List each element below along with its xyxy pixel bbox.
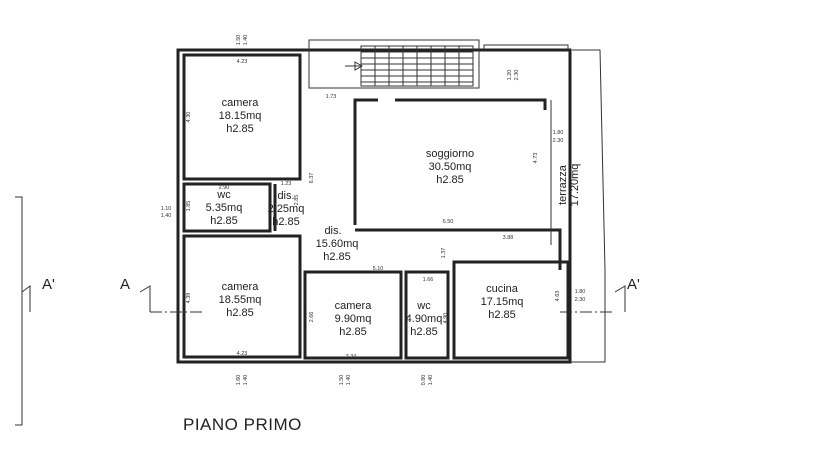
svg-text:17.20mq: 17.20mq bbox=[569, 164, 581, 207]
svg-text:1.40: 1.40 bbox=[243, 375, 249, 386]
svg-text:1.40: 1.40 bbox=[346, 375, 352, 386]
svg-text:2.30: 2.30 bbox=[575, 297, 586, 303]
room-wc-1: wc 5.35mq h2.85 bbox=[206, 189, 243, 227]
svg-text:4.39: 4.39 bbox=[186, 293, 192, 304]
svg-text:5.10: 5.10 bbox=[373, 266, 384, 272]
svg-text:h2.85: h2.85 bbox=[272, 216, 300, 228]
svg-text:cucina: cucina bbox=[486, 283, 519, 295]
svg-text:2.85: 2.85 bbox=[294, 195, 300, 206]
svg-text:h2.85: h2.85 bbox=[410, 326, 438, 338]
svg-text:1.40: 1.40 bbox=[243, 35, 249, 46]
svg-text:1.10: 1.10 bbox=[161, 206, 172, 212]
interior-walls bbox=[273, 98, 570, 360]
svg-text:1.40: 1.40 bbox=[161, 213, 172, 219]
svg-text:h2.85: h2.85 bbox=[226, 307, 254, 319]
svg-text:18.15mq: 18.15mq bbox=[219, 110, 262, 122]
svg-text:4.90mq: 4.90mq bbox=[406, 313, 443, 325]
svg-text:2.25mq: 2.25mq bbox=[268, 203, 305, 215]
svg-text:h2.85: h2.85 bbox=[488, 309, 516, 321]
svg-text:soggiorno: soggiorno bbox=[426, 148, 474, 160]
svg-text:4.23: 4.23 bbox=[237, 59, 248, 65]
svg-text:2.90: 2.90 bbox=[219, 185, 230, 191]
svg-text:1.85: 1.85 bbox=[186, 201, 192, 212]
svg-text:2.30: 2.30 bbox=[514, 70, 520, 81]
room-camera-3: camera 9.90mq h2.85 bbox=[335, 300, 373, 338]
svg-text:1.80: 1.80 bbox=[553, 130, 564, 136]
svg-text:1.80: 1.80 bbox=[575, 289, 586, 295]
svg-text:1.37: 1.37 bbox=[441, 248, 447, 259]
svg-text:h2.85: h2.85 bbox=[226, 123, 254, 135]
svg-text:4.73: 4.73 bbox=[533, 153, 539, 164]
svg-text:1.20: 1.20 bbox=[507, 70, 513, 81]
svg-text:3.88: 3.88 bbox=[503, 235, 514, 241]
svg-text:4.23: 4.23 bbox=[237, 351, 248, 357]
svg-text:3.34: 3.34 bbox=[346, 354, 357, 360]
svg-text:4.90: 4.90 bbox=[443, 313, 449, 324]
svg-text:1.73: 1.73 bbox=[326, 94, 337, 100]
svg-text:17.15mq: 17.15mq bbox=[481, 296, 524, 308]
svg-text:2.30: 2.30 bbox=[553, 138, 564, 144]
stair bbox=[308, 39, 480, 89]
svg-text:1.50: 1.50 bbox=[339, 375, 345, 386]
svg-text:camera: camera bbox=[222, 97, 260, 109]
svg-text:6.37: 6.37 bbox=[309, 173, 315, 184]
svg-text:15.60mq: 15.60mq bbox=[316, 238, 359, 250]
svg-text:1.40: 1.40 bbox=[428, 375, 434, 386]
section-mark-far-left: A' bbox=[42, 276, 55, 293]
room-dis-2: dis. 15.60mq h2.85 bbox=[316, 225, 359, 263]
svg-text:1.60: 1.60 bbox=[236, 375, 242, 386]
svg-text:4.30: 4.30 bbox=[186, 112, 192, 123]
room-camera-2: camera 18.55mq h2.85 bbox=[219, 281, 262, 319]
svg-text:camera: camera bbox=[335, 300, 373, 312]
svg-text:5.35mq: 5.35mq bbox=[206, 202, 243, 214]
svg-text:1.50: 1.50 bbox=[236, 35, 242, 46]
exterior-walls bbox=[176, 48, 572, 364]
svg-text:2.66: 2.66 bbox=[309, 312, 315, 323]
svg-text:4.63: 4.63 bbox=[555, 291, 561, 302]
svg-text:terrazza: terrazza bbox=[557, 164, 569, 205]
svg-text:h2.85: h2.85 bbox=[436, 174, 464, 186]
plan-title: PIANO PRIMO bbox=[183, 415, 302, 434]
svg-text:0.80: 0.80 bbox=[421, 375, 427, 386]
svg-text:wc: wc bbox=[416, 300, 431, 312]
svg-text:18.55mq: 18.55mq bbox=[219, 294, 262, 306]
svg-text:h2.85: h2.85 bbox=[210, 215, 238, 227]
svg-text:1.23: 1.23 bbox=[281, 181, 292, 187]
section-line bbox=[15, 196, 626, 426]
terrace bbox=[483, 44, 606, 363]
section-mark-right: A' bbox=[627, 276, 640, 293]
room-wc-2: wc 4.90mq h2.85 bbox=[406, 300, 443, 338]
svg-text:wc: wc bbox=[216, 189, 231, 201]
svg-text:dis.: dis. bbox=[324, 225, 341, 237]
terrace-label: terrazza 17.20mq bbox=[557, 164, 581, 207]
room-soggiorno: soggiorno 30.50mq h2.85 bbox=[426, 148, 474, 186]
svg-text:h2.85: h2.85 bbox=[323, 251, 351, 263]
room-cucina: cucina 17.15mq h2.85 bbox=[481, 283, 524, 321]
svg-text:1.66: 1.66 bbox=[423, 277, 434, 283]
svg-text:camera: camera bbox=[222, 281, 260, 293]
room-camera-1: camera 18.15mq h2.85 bbox=[219, 97, 262, 135]
room-dis-1: dis. 2.25mq h2.85 bbox=[268, 190, 305, 228]
svg-text:dis.: dis. bbox=[277, 190, 294, 202]
svg-text:6.50: 6.50 bbox=[443, 219, 454, 225]
section-mark-left: A bbox=[120, 276, 130, 293]
svg-text:h2.85: h2.85 bbox=[339, 326, 367, 338]
dimension-labels: 1.50 1.40 4.23 4.30 1.73 1.20 2.30 1.80 … bbox=[161, 35, 586, 386]
svg-text:30.50mq: 30.50mq bbox=[429, 161, 472, 173]
svg-text:9.90mq: 9.90mq bbox=[335, 313, 372, 325]
